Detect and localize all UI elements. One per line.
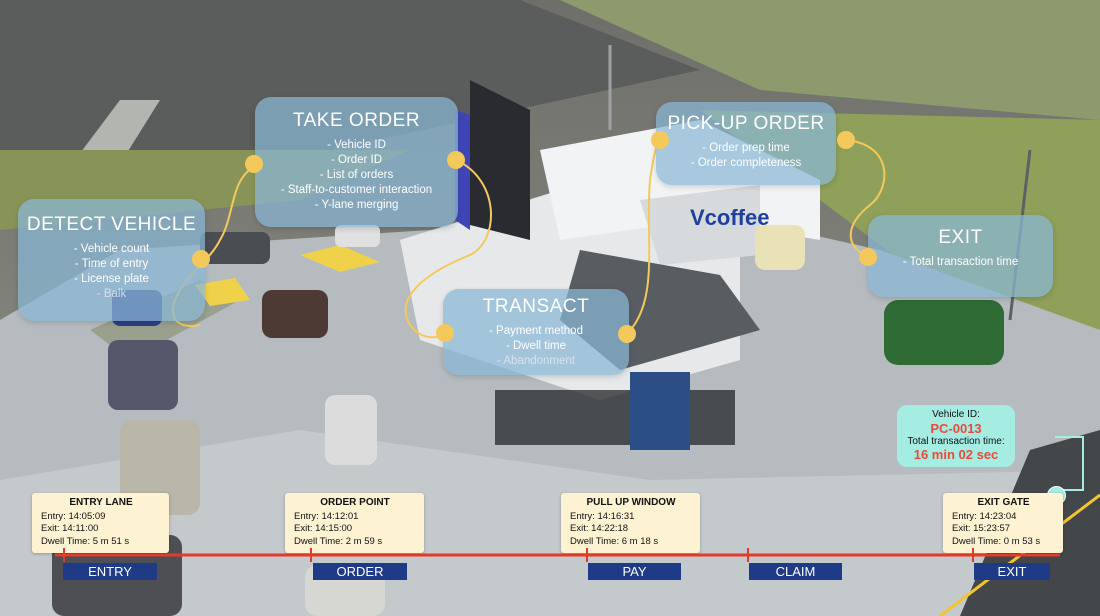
panel-item: - Order completeness bbox=[690, 157, 802, 169]
panel-title: PICK-UP ORDER bbox=[667, 113, 825, 134]
stage-entry: ENTRY bbox=[63, 563, 157, 580]
card-title: ORDER POINT bbox=[320, 497, 390, 508]
panel-item: - Dwell time bbox=[505, 340, 567, 352]
connector-pickup bbox=[845, 139, 886, 257]
panel-item: - Order ID bbox=[330, 154, 383, 166]
connector-dot bbox=[447, 151, 465, 169]
connector-dot bbox=[192, 250, 210, 268]
panel-item: - Y-lane merging bbox=[314, 199, 399, 211]
card-exit: Exit: 15:23:57 bbox=[952, 523, 1011, 534]
panel-item: - Vehicle count bbox=[73, 243, 150, 255]
stage-claim: CLAIM bbox=[749, 563, 842, 580]
panel-item: - License plate bbox=[74, 273, 149, 285]
card-entry: Entry: 14:12:01 bbox=[294, 510, 359, 522]
connector-dot bbox=[436, 324, 454, 342]
panel-title: DETECT VEHICLE bbox=[26, 214, 197, 235]
panel-item: - Staff-to-customer interaction bbox=[280, 184, 433, 196]
connector-vehicle bbox=[1055, 436, 1084, 491]
vehicle-id-value: PC-0013 bbox=[930, 421, 982, 436]
connector-dot bbox=[245, 155, 263, 173]
panel-item: - Total transaction time bbox=[902, 256, 1019, 268]
vehicle-id-card: Vehicle ID: PC-0013 Total transaction ti… bbox=[897, 405, 1015, 467]
total-time-value: 16 min 02 sec bbox=[913, 447, 999, 462]
panel-title: TRANSACT bbox=[482, 296, 590, 317]
entry-lane-card: ENTRY LANE Entry: 14:05:09 Exit: 14:11:0… bbox=[32, 493, 169, 553]
stage-pay: PAY bbox=[588, 563, 681, 580]
panel-title: EXIT bbox=[938, 227, 983, 248]
vehicle-id-label: Vehicle ID: bbox=[932, 409, 980, 420]
card-title: PULL UP WINDOW bbox=[586, 497, 676, 508]
pull-up-window-card: PULL UP WINDOW Entry: 14:16:31 Exit: 14:… bbox=[561, 493, 700, 553]
take-order-panel: TAKE ORDER - Vehicle ID - Order ID - Lis… bbox=[255, 97, 458, 227]
exit-panel: EXIT - Total transaction time bbox=[868, 215, 1053, 297]
card-dwell: Dwell Time: 2 m 59 s bbox=[294, 535, 383, 547]
connector-dot bbox=[837, 131, 855, 149]
panel-item: - Balk bbox=[96, 288, 127, 300]
card-dwell: Dwell Time: 6 m 18 s bbox=[570, 535, 659, 547]
card-exit: Exit: 14:11:00 bbox=[41, 523, 99, 534]
panel-item: - Payment method bbox=[489, 325, 583, 337]
stage-exit: EXIT bbox=[974, 563, 1050, 580]
card-exit: Exit: 14:15:00 bbox=[294, 523, 353, 534]
card-entry: Entry: 14:16:31 bbox=[570, 510, 635, 522]
panel-item: - Abandonment bbox=[496, 355, 575, 367]
pick-up-order-panel: PICK-UP ORDER - Order prep time - Order … bbox=[656, 102, 836, 185]
panel-title: TAKE ORDER bbox=[292, 110, 421, 131]
vcoffee-logo: Vcoffee bbox=[690, 205, 769, 230]
card-dwell: Dwell Time: 0 m 53 s bbox=[952, 535, 1041, 547]
card-dwell: Dwell Time: 5 m 51 s bbox=[41, 535, 130, 547]
card-entry: Entry: 14:23:04 bbox=[952, 510, 1017, 522]
transact-panel: TRANSACT - Payment method - Dwell time -… bbox=[443, 289, 629, 375]
connector-dot bbox=[859, 248, 877, 266]
total-time-label: Total transaction time: bbox=[907, 436, 1005, 447]
panel-item: - List of orders bbox=[319, 169, 394, 181]
panel-item: - Time of entry bbox=[74, 258, 149, 270]
panel-item: - Vehicle ID bbox=[327, 139, 386, 151]
stage-order: ORDER bbox=[313, 563, 407, 580]
order-point-card: ORDER POINT Entry: 14:12:01 Exit: 14:15:… bbox=[285, 493, 424, 553]
exit-gate-card: EXIT GATE Entry: 14:23:04 Exit: 15:23:57… bbox=[943, 493, 1063, 553]
connector-dot bbox=[651, 131, 669, 149]
card-title: ENTRY LANE bbox=[69, 497, 133, 508]
detect-vehicle-panel: DETECT VEHICLE - Vehicle count - Time of… bbox=[18, 199, 205, 321]
connector-take-order bbox=[404, 159, 492, 339]
card-entry: Entry: 14:05:09 bbox=[41, 510, 106, 522]
card-title: EXIT GATE bbox=[977, 497, 1030, 508]
card-exit: Exit: 14:22:18 bbox=[570, 523, 629, 534]
panel-item: - Order prep time bbox=[702, 142, 790, 154]
connector-dot bbox=[618, 325, 636, 343]
